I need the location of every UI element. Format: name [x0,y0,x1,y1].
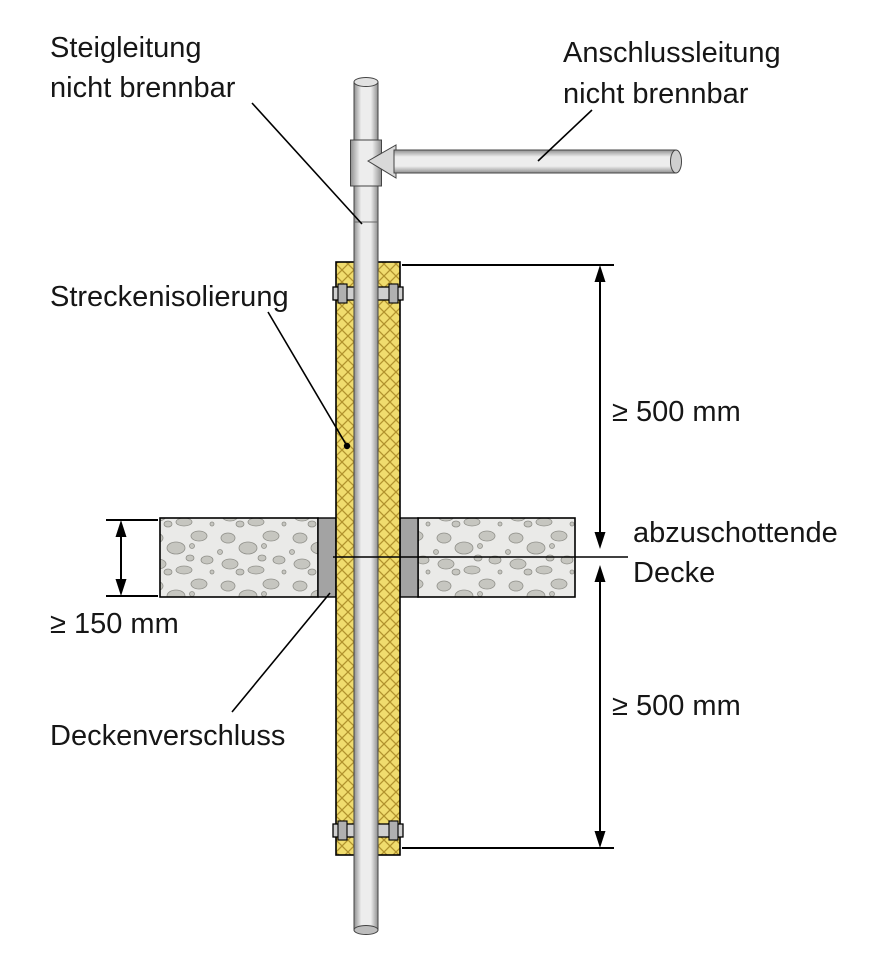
ceiling-slab-left [159,517,319,598]
label-ceiling-line2: Decke [633,557,715,589]
riser-pipe-bottom-cap [353,925,379,935]
leader-insulation [267,311,348,447]
label-insulation: Streckenisolierung [50,281,289,313]
label-connection-line1: Anschlussleitung [563,37,781,69]
riser-pipe [353,81,379,931]
label-dim-below: ≥ 500 mm [612,690,741,722]
branch-pipe-end-cap [670,149,682,174]
leader-insulation-dot [343,442,351,450]
riser-pipe-top-cap [353,77,379,87]
dimension-above-ceiling [402,264,614,849]
label-connection-line2: nicht brennbar [563,78,749,110]
dimension-arrowheads-right [594,265,606,848]
label-dim-thickness: ≥ 150 mm [50,608,179,640]
label-seal: Deckenverschluss [50,720,285,752]
leader-seal [231,592,331,713]
leader-connection [537,109,593,162]
leader-riser [251,102,363,225]
dimension-arrowheads-left [115,520,127,596]
label-ceiling-line1: abzuschottende [633,517,838,549]
label-riser-line2: nicht brennbar [50,72,236,104]
dimension-ceiling-thickness [106,519,158,597]
branch-pipe [393,149,677,174]
label-riser-line1: Steigleitung [50,32,202,64]
label-dim-above: ≥ 500 mm [612,396,741,428]
